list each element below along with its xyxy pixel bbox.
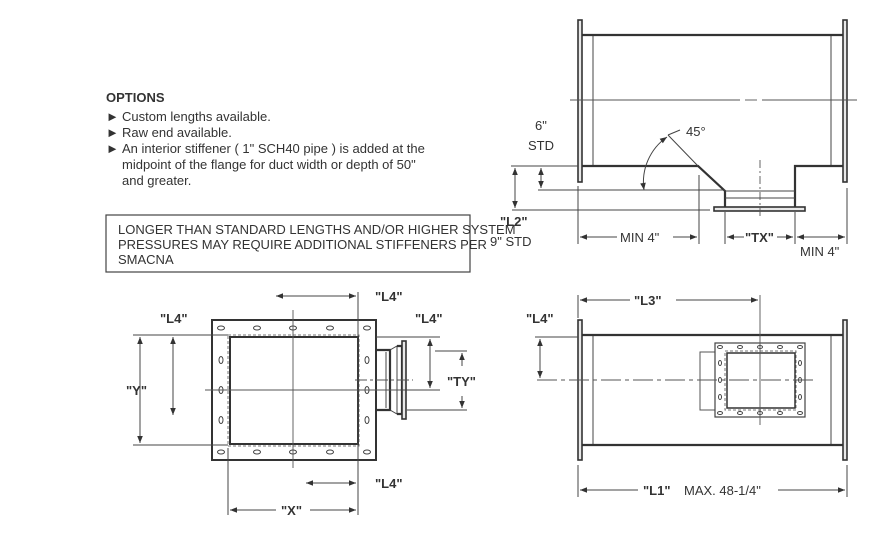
options-section: OPTIONS ► Custom lengths available. ► Ra…: [106, 90, 425, 188]
bolt-hole-icon: [777, 411, 783, 415]
bolt-hole-icon: [326, 449, 334, 455]
ty-label: "TY": [447, 374, 476, 389]
option-item: midpoint of the flange for duct width or…: [122, 157, 416, 172]
top-view: "L3" "L4" "L1" MAX. 48-1/4": [526, 293, 848, 498]
l4-right-label: "L4": [415, 311, 443, 326]
bolt-hole-icon: [364, 416, 370, 424]
bolt-hole-icon: [253, 325, 261, 331]
bolt-hole-icon: [798, 394, 802, 400]
options-title: OPTIONS: [106, 90, 165, 105]
bullet-icon: ►: [106, 109, 119, 124]
angle-label: 45°: [686, 124, 706, 139]
bullet-icon: ►: [106, 141, 119, 156]
notice-line: LONGER THAN STANDARD LENGTHS AND/OR HIGH…: [118, 222, 516, 237]
min4-right-label: MIN 4": [800, 244, 840, 259]
bolt-hole-icon: [218, 356, 224, 364]
notice-line: PRESSURES MAY REQUIRE ADDITIONAL STIFFEN…: [118, 237, 487, 252]
bolt-hole-icon: [717, 345, 723, 349]
option-item: and greater.: [122, 173, 191, 188]
l4-top-label: "L4": [375, 289, 403, 304]
min4-left-label: MIN 4": [620, 230, 660, 245]
option-item: Custom lengths available.: [122, 109, 271, 124]
l1-label: "L1": [643, 483, 671, 498]
end-view: "L4" "L4" "Y" "L4" "TY" "L4" "X": [126, 289, 476, 518]
bolt-hole-icon: [798, 360, 802, 366]
option-item: An interior stiffener ( 1" SCH40 pipe ) …: [122, 141, 425, 156]
l4-label: "L4": [526, 311, 554, 326]
l1-max-label: MAX. 48-1/4": [684, 483, 761, 498]
bolt-hole-icon: [737, 411, 743, 415]
y-label: "Y": [126, 383, 147, 398]
bolt-hole-icon: [797, 345, 803, 349]
bolt-hole-icon: [737, 345, 743, 349]
option-item: Raw end available.: [122, 125, 232, 140]
l2-label: "L2": [500, 214, 528, 229]
bolt-hole-icon: [253, 449, 261, 455]
l4-left-label: "L4": [160, 311, 188, 326]
bolt-hole-icon: [326, 325, 334, 331]
l3-label: "L3": [634, 293, 662, 308]
bullet-icon: ►: [106, 125, 119, 140]
std6-label: 6": [535, 118, 547, 133]
l2-std-label: 9" STD: [490, 234, 531, 249]
notice-box: LONGER THAN STANDARD LENGTHS AND/OR HIGH…: [105, 214, 516, 273]
bolt-hole-icon: [777, 345, 783, 349]
bolt-hole-icon: [717, 411, 723, 415]
bolt-hole-icon: [218, 416, 224, 424]
bolt-hole-icon: [217, 449, 225, 455]
notice-line: SMACNA: [118, 252, 174, 267]
x-label: "X": [281, 503, 302, 518]
std6-std-label: STD: [528, 138, 554, 153]
bolt-hole-icon: [217, 325, 225, 331]
bolt-hole-icon: [363, 325, 371, 331]
bolt-hole-icon: [363, 449, 371, 455]
tx-label: "TX": [745, 230, 774, 245]
bolt-hole-icon: [364, 356, 370, 364]
l4-bottom-label: "L4": [375, 476, 403, 491]
side-view: 45° 6" STD "L2" 9" STD MIN 4" "TX" MIN 4…: [490, 19, 857, 259]
bolt-hole-icon: [718, 394, 722, 400]
bolt-hole-icon: [718, 360, 722, 366]
bolt-hole-icon: [797, 411, 803, 415]
